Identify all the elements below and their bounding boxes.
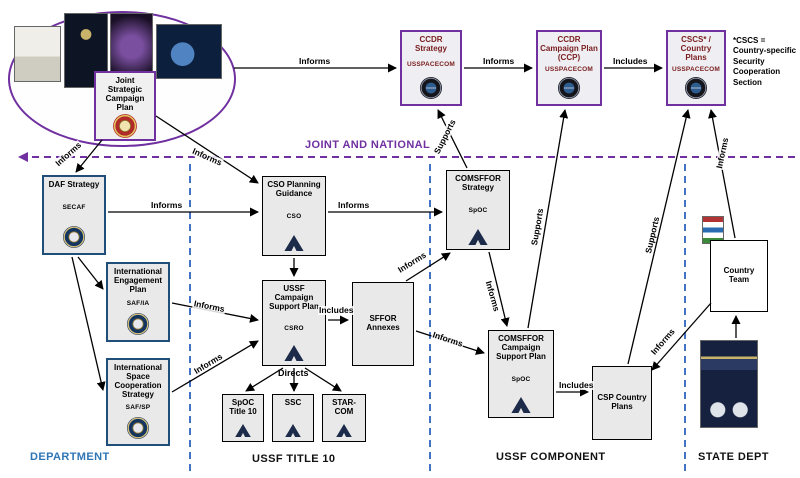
box-daf-strategy: DAF Strategy SECAF xyxy=(42,175,106,255)
box-org: SpOC xyxy=(468,207,488,215)
box-title: STAR-COM xyxy=(332,398,356,416)
region-label-ussf-component: USSF COMPONENT xyxy=(496,451,606,463)
edge-label-supports: Supports xyxy=(529,206,546,247)
box-title: CSO Planning Guidance xyxy=(267,180,321,198)
ussf-delta-icon xyxy=(284,344,304,361)
edge-label-informs: Informs xyxy=(190,145,225,168)
box-org: CSRO xyxy=(284,324,304,332)
box-title: CSCS* / Country Plans xyxy=(680,35,712,62)
edge-label-informs: Informs xyxy=(298,56,332,66)
region-label-state-dept: STATE DEPT xyxy=(698,451,769,463)
box-cso-planning-guidance: CSO Planning Guidance CSO xyxy=(262,176,326,256)
usspacecom-emblem-icon xyxy=(420,77,442,99)
box-title: SFFOR Annexes xyxy=(366,314,400,332)
box-org: SAF/SP xyxy=(125,404,151,412)
edge-label-informs: Informs xyxy=(192,298,227,315)
box-country-team: Country Team xyxy=(710,240,768,312)
edge-label-informs: Informs xyxy=(53,139,84,169)
box-org: USSPACECOM xyxy=(406,61,456,69)
usspacecom-emblem-icon xyxy=(558,76,580,99)
daf-seal-icon xyxy=(63,225,85,248)
box-title: International Space Cooperation Strategy xyxy=(113,363,162,399)
edge-label-informs: Informs xyxy=(150,200,184,210)
edge-label-informs: Informs xyxy=(430,329,465,349)
box-title: COMSFFOR Campaign Support Plan xyxy=(496,334,546,361)
box-international-space-cooperation-strategy: International Space Cooperation Strategy… xyxy=(106,358,170,446)
box-org: USSPACECOM xyxy=(671,65,721,73)
box-org: SECAF xyxy=(62,203,86,211)
box-org: USSPACECOM xyxy=(544,65,594,73)
ussf-delta-icon xyxy=(511,396,531,413)
national-strategy-cover-4 xyxy=(156,24,222,79)
ussf-delta-icon xyxy=(468,229,488,245)
box-international-engagement-plan: International Engagement Plan SAF/IA xyxy=(106,262,170,342)
edge-label-includes: Includes xyxy=(558,380,595,390)
box-org: SpOC xyxy=(511,375,531,383)
edge-label-informs: Informs xyxy=(483,279,502,314)
arrow-iscs-to-ussf-csp xyxy=(171,340,259,393)
box-ccdr-strategy: CCDR Strategy USSPACECOM xyxy=(400,30,462,106)
region-label-ussf-title10: USSF TITLE 10 xyxy=(252,453,336,465)
arrow-daf-to-iep xyxy=(77,256,104,290)
usspacecom-emblem-icon xyxy=(685,76,707,99)
box-title: DAF Strategy xyxy=(48,180,100,189)
box-csp-country-plans: CSP Country Plans xyxy=(592,366,652,440)
box-title: SSC xyxy=(284,398,302,407)
box-cscs-country-plans: CSCS* / Country Plans USSPACECOM xyxy=(666,30,726,106)
edge-label-informs: Informs xyxy=(714,135,731,171)
edge-label-informs: Informs xyxy=(482,56,516,66)
box-comsffor-campaign-support-plan: COMSFFOR Campaign Support Plan SpOC xyxy=(488,330,554,418)
daf-seal-icon xyxy=(127,312,149,335)
box-title: Joint Strategic Campaign Plan xyxy=(105,76,145,112)
arrow-daf-to-iscs xyxy=(71,256,106,391)
edge-label-includes: Includes xyxy=(318,305,355,315)
box-spoc-title10: SpOC Title 10 xyxy=(222,394,264,442)
edge-label-informs: Informs xyxy=(648,326,677,358)
edge-label-includes: Includes xyxy=(612,56,649,66)
box-title: USSF Campaign Support Plan xyxy=(269,284,319,311)
box-ssc: SSC xyxy=(272,394,314,442)
ussf-delta-icon xyxy=(235,424,251,437)
ussf-delta-icon xyxy=(284,235,304,251)
box-ccdr-campaign-plan: CCDR Campaign Plan (CCP) USSPACECOM xyxy=(536,30,602,106)
box-title: Country Team xyxy=(723,266,755,284)
box-title: SpOC Title 10 xyxy=(229,398,257,416)
joint-chiefs-seal-icon xyxy=(113,113,137,138)
box-title: International Engagement Plan xyxy=(113,267,162,294)
box-joint-strategic-campaign-plan: Joint Strategic Campaign Plan xyxy=(94,71,156,141)
box-sffor-annexes: SFFOR Annexes xyxy=(352,282,414,366)
edge-label-supports: Supports xyxy=(643,214,662,256)
cscs-footnote: *CSCS = Country-specific Security Cooper… xyxy=(733,36,797,87)
box-title: CCDR Campaign Plan (CCP) xyxy=(540,35,598,62)
box-starcom: STAR-COM xyxy=(322,394,366,442)
arrow-csp-country-plans-supports-cscs xyxy=(627,109,691,365)
box-title: CCDR Strategy xyxy=(414,35,447,53)
edge-label-directs: Directs xyxy=(278,368,309,378)
state-dept-plan-cover xyxy=(700,340,758,428)
edge-label-informs: Informs xyxy=(337,200,371,210)
box-title: COMSFFOR Strategy xyxy=(455,174,501,192)
box-comsffor-strategy: COMSFFOR Strategy SpOC xyxy=(446,170,510,250)
ussf-delta-icon xyxy=(336,424,352,437)
box-ussf-campaign-support-plan: USSF Campaign Support Plan CSRO xyxy=(262,280,326,366)
national-strategy-cover-1 xyxy=(14,26,61,82)
edge-label-informs: Informs xyxy=(191,351,225,376)
box-title: CSP Country Plans xyxy=(597,393,647,411)
edge-label-supports: Supports xyxy=(431,117,458,157)
box-org: SAF/IA xyxy=(126,299,150,307)
daf-seal-icon xyxy=(127,417,149,439)
ussf-delta-icon xyxy=(285,424,301,437)
region-label-joint-national: JOINT AND NATIONAL xyxy=(305,139,431,151)
arrow-ussf-csp-to-starcom xyxy=(304,367,342,392)
box-org: CSO xyxy=(286,213,302,221)
region-label-department: DEPARTMENT xyxy=(30,451,110,463)
edge-label-informs: Informs xyxy=(395,249,429,275)
